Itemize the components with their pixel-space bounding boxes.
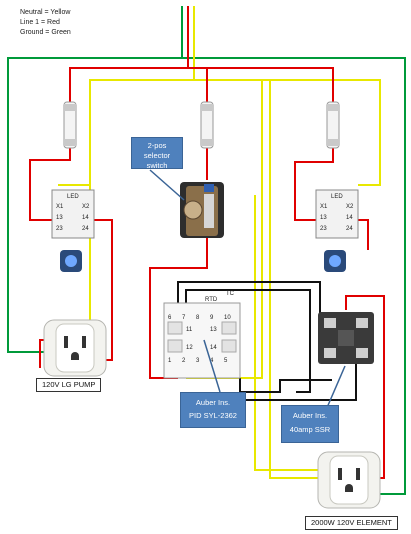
svg-text:3: 3	[196, 358, 200, 364]
svg-text:LED: LED	[67, 194, 79, 200]
pump-label: 120V LG PUMP	[36, 378, 102, 392]
receptacle-pump	[43, 319, 107, 377]
svg-text:14: 14	[82, 215, 89, 221]
pid-callout-line2: PID SYL-2362	[189, 411, 237, 420]
switch-right: LED X1 X2 13 14 23 24	[315, 189, 359, 272]
svg-text:X1: X1	[320, 204, 328, 210]
legend-line1: Line 1 = Red	[20, 19, 60, 26]
fuse-center	[200, 101, 214, 149]
pid-callout-line1: Auber Ins.	[195, 398, 231, 407]
svg-text:5: 5	[224, 358, 228, 364]
svg-text:10: 10	[224, 315, 231, 321]
svg-text:X2: X2	[346, 204, 354, 210]
svg-text:X1: X1	[56, 204, 64, 210]
svg-text:23: 23	[56, 226, 63, 232]
svg-text:2: 2	[182, 358, 186, 364]
switch-left: LED X1 X2 13 14 23 24	[51, 189, 95, 272]
selector-callout-pointer	[149, 169, 185, 201]
svg-text:11: 11	[186, 327, 193, 333]
svg-text:TC: TC	[226, 291, 235, 297]
pid-terminal-block: 6 7 8 9 10 11 13 12 14 1 2 3 4 5 RTD TC	[163, 291, 241, 379]
legend-neutral: Neutral = Yellow	[20, 9, 71, 16]
selector-switch-callout-text: 2-pos selector switch	[143, 141, 171, 170]
legend-ground: Ground = Green	[20, 29, 71, 36]
ssr-callout-pointer	[325, 365, 346, 411]
svg-text:14: 14	[210, 345, 217, 351]
svg-text:13: 13	[320, 215, 327, 221]
wire-color-legend: Neutral = Yellow Line 1 = Red Ground = G…	[20, 8, 71, 38]
svg-text:13: 13	[210, 327, 217, 333]
svg-text:13: 13	[56, 215, 63, 221]
svg-text:24: 24	[82, 226, 89, 232]
element-label: 2000W 120V ELEMENT	[305, 516, 398, 530]
svg-text:4: 4	[210, 358, 214, 364]
svg-text:9: 9	[210, 315, 214, 321]
svg-text:6: 6	[168, 315, 172, 321]
svg-text:23: 23	[320, 226, 327, 232]
selector-switch-body	[180, 182, 224, 238]
svg-text:7: 7	[182, 315, 186, 321]
svg-text:14: 14	[346, 215, 353, 221]
ground-wires	[7, 6, 406, 495]
ssr-callout-line1: Auber Ins.	[292, 411, 328, 420]
ssr-callout: Auber Ins. 40amp SSR	[281, 405, 339, 443]
pid-callout-pointer	[203, 339, 221, 393]
line1-wires	[29, 6, 385, 479]
svg-text:1: 1	[168, 358, 172, 364]
ssr-relay	[318, 312, 374, 364]
selector-switch-callout: 2-pos selector switch	[131, 137, 183, 170]
ssr-callout-line2: 40amp SSR	[289, 425, 331, 434]
svg-text:24: 24	[346, 226, 353, 232]
svg-text:LED: LED	[331, 194, 343, 200]
fuse-left	[63, 101, 77, 149]
fuse-right	[326, 101, 340, 149]
svg-text:X2: X2	[82, 204, 90, 210]
svg-text:8: 8	[196, 315, 200, 321]
control-wires	[177, 281, 357, 401]
svg-text:12: 12	[186, 345, 193, 351]
receptacle-element	[317, 451, 381, 509]
svg-text:RTD: RTD	[205, 297, 218, 303]
pid-callout: Auber Ins. PID SYL-2362	[180, 392, 246, 428]
